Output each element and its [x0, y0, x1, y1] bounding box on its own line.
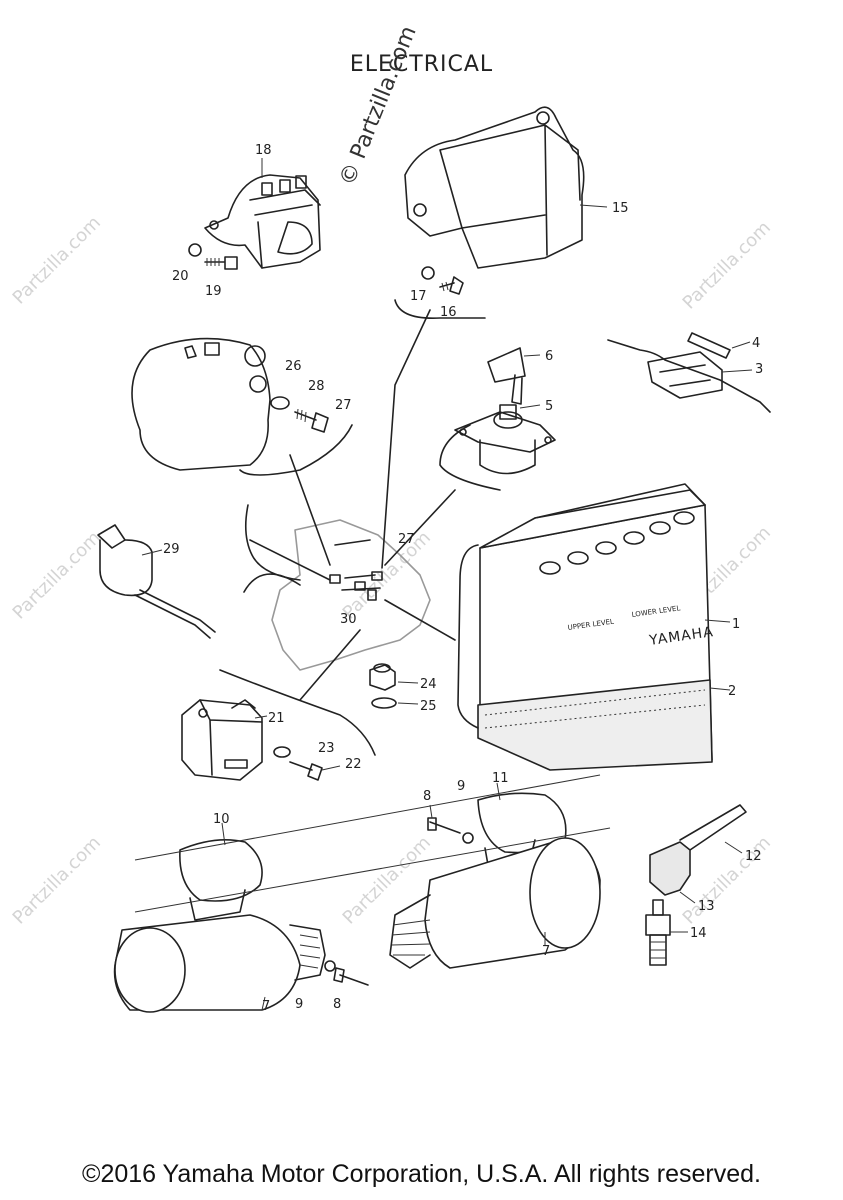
- part-28-washer: [270, 396, 290, 410]
- callout-6: 6: [545, 349, 553, 364]
- callout-13: 13: [698, 899, 715, 914]
- part-6-key: [487, 347, 541, 405]
- part-22-bolt: [289, 761, 341, 781]
- group-bracket-21: [219, 669, 376, 756]
- part-25-washer: [371, 697, 419, 709]
- part-18-relay: [204, 158, 321, 269]
- diagram-title: ELECTRICAL: [349, 52, 494, 77]
- watermark-text: Partzilla.com: [679, 832, 775, 928]
- callout-27: 27: [335, 398, 352, 413]
- callout-8-b: 8: [333, 997, 341, 1012]
- part-26-cover: [131, 337, 271, 471]
- callout-7-b: 7: [262, 999, 270, 1014]
- callout-19: 19: [205, 284, 222, 299]
- callout-23: 23: [318, 741, 335, 756]
- callout-16: 16: [440, 305, 457, 320]
- callout-11: 11: [492, 771, 509, 786]
- part-5-main-switch: [454, 404, 556, 475]
- callout-17: 17: [410, 289, 427, 304]
- part-4-fuse: [687, 332, 751, 359]
- callout-14: 14: [690, 926, 707, 941]
- watermark-text: Partzilla.com: [679, 217, 775, 313]
- part-17-washer: [421, 266, 435, 280]
- part-29-horn-coil: [97, 524, 216, 639]
- callout-10: 10: [213, 812, 230, 827]
- callout-24: 24: [420, 677, 437, 692]
- part-10-clamp: [179, 822, 263, 921]
- callout-28: 28: [308, 379, 325, 394]
- callout-8: 8: [423, 789, 431, 804]
- watermark-text: Partzilla.com: [9, 212, 105, 308]
- callout-20: 20: [172, 269, 189, 284]
- part-27-bolt: [294, 408, 329, 433]
- part-16-screw: [439, 276, 464, 295]
- watermark-text: Partzilla.com: [9, 832, 105, 928]
- callout-15: 15: [612, 201, 629, 216]
- callout-30: 30: [340, 612, 357, 627]
- part-8-bolt: [333, 967, 369, 986]
- watermark-text: Partzilla.com: [9, 527, 105, 623]
- part-9-washer: [324, 960, 336, 972]
- part-7-ignition-coil: [389, 837, 601, 969]
- callout-9-b: 9: [295, 997, 303, 1012]
- callout-5: 5: [545, 399, 553, 414]
- callout-2: 2: [728, 684, 736, 699]
- part-3-fuse-holder: [607, 339, 771, 413]
- part-15-voltage-regulator: [404, 106, 608, 269]
- callout-1: 1: [732, 617, 740, 632]
- callout-29: 29: [163, 542, 180, 557]
- group-bracket-battery: [457, 544, 479, 729]
- group-bracket-26: [239, 424, 353, 476]
- callout-18: 18: [255, 143, 272, 158]
- part-20-washer: [188, 243, 202, 257]
- callout-labels: 1 2 3 4 5 6 7 7 8 8 9 9 10 11 12 13 14 1…: [163, 143, 763, 1014]
- watermark-text: Partzilla.com: [339, 832, 435, 928]
- part-21-relay: [181, 699, 268, 781]
- clamp-guide-line: [134, 827, 611, 913]
- part-8-bolt: [427, 804, 461, 834]
- part-7-ignition-coil: [113, 914, 326, 1013]
- callout-25: 25: [420, 699, 437, 714]
- clamp-guide-line: [134, 774, 601, 861]
- callout-12: 12: [745, 849, 762, 864]
- group-bracket-5: [439, 424, 501, 491]
- part-12-plug-cap: [679, 804, 747, 854]
- part-13-plug-cap-boot: [649, 841, 696, 904]
- callout-3: 3: [755, 362, 763, 377]
- part-24-sensor: [369, 663, 419, 691]
- motorcycle-locator: [243, 504, 431, 671]
- part-19-screw: [204, 256, 238, 270]
- callout-27-b: 27: [398, 532, 415, 547]
- part-14-spark-plug: [645, 899, 688, 966]
- callout-4: 4: [752, 336, 760, 351]
- part-9-washer: [462, 832, 474, 844]
- part-2-battery-pad: [477, 679, 731, 771]
- part-23-washer: [273, 746, 291, 758]
- callout-22: 22: [345, 757, 362, 772]
- leader-lines: [249, 309, 456, 701]
- group-bracket-16-17: [394, 299, 486, 319]
- callout-7: 7: [542, 944, 550, 959]
- callout-9: 9: [457, 779, 465, 794]
- copyright-notice: ©2016 Yamaha Motor Corporation, U.S.A. A…: [82, 1160, 761, 1188]
- callout-21: 21: [268, 711, 285, 726]
- callout-26: 26: [285, 359, 302, 374]
